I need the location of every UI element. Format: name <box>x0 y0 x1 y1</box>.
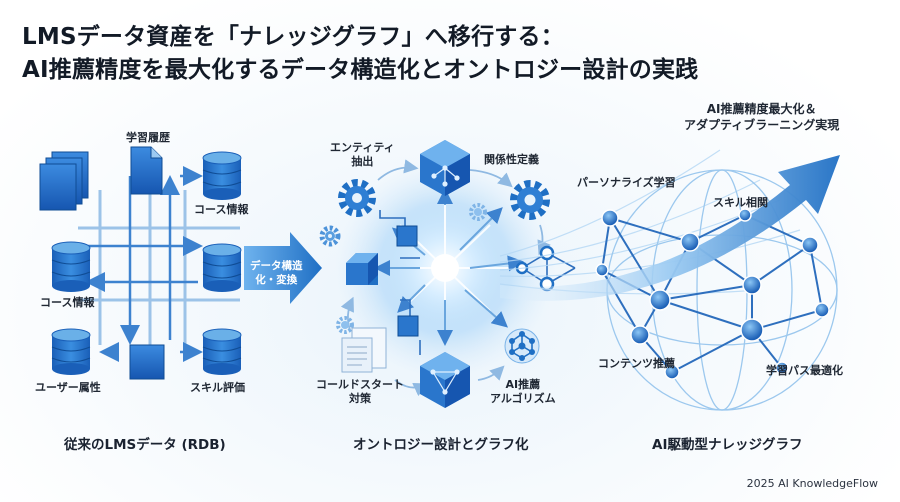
cold-start-line-2: 対策 <box>349 392 371 405</box>
entity-line-1: エンティティ <box>330 141 395 154</box>
entity-line-2: 抽出 <box>351 155 374 168</box>
title-line-2: AI推薦精度を最大化するデータ構造化とオントロジー設計の実践 <box>22 57 699 83</box>
label-skill-correlation: スキル相関 <box>713 196 768 209</box>
gear-icon-relation <box>510 180 550 220</box>
gear-icon-small-left <box>319 225 341 247</box>
label-goal: AI推薦精度最大化＆ アダプティブラーニング実現 <box>684 101 839 133</box>
cube-icon-bottom <box>420 352 470 408</box>
database-icon-user <box>51 328 91 375</box>
cube-icon-left <box>346 253 378 285</box>
transform-arrow <box>244 232 322 304</box>
ontology-connectors <box>379 210 421 355</box>
square-node-upper <box>396 225 418 247</box>
database-icon-course-top <box>202 151 242 200</box>
caption-legacy-lms: 従来のLMSデータ (RDB) <box>64 437 226 453</box>
label-course-info-top: コース情報 <box>194 203 249 216</box>
label-learning-history: 学習履歴 <box>126 131 170 144</box>
cube-icon-top <box>420 140 470 196</box>
database-icon-skill <box>202 328 242 375</box>
stacked-documents-icon <box>39 151 89 211</box>
database-icon-center <box>202 243 242 292</box>
rdb-grid-lines <box>78 190 240 345</box>
gear-icon-entity <box>338 179 376 217</box>
gear-icon-small-right <box>469 203 487 221</box>
label-personalized-learning: パーソナライズ学習 <box>577 176 676 189</box>
label-user-attributes: ユーザー属性 <box>35 381 101 394</box>
square-node-lower <box>397 315 419 337</box>
label-cold-start: コールドスタート 対策 <box>316 378 404 406</box>
table-icon <box>129 344 165 380</box>
cold-start-line-1: コールドスタート <box>316 378 404 391</box>
goal-line-1: AI推薦精度最大化＆ <box>706 102 817 116</box>
document-icon <box>130 146 163 195</box>
goal-line-2: アダプティブラーニング実現 <box>684 118 840 132</box>
label-learning-path-optimization: 学習パス最適化 <box>766 364 843 377</box>
database-icon-course-mid <box>51 241 91 292</box>
transform-label-line-1: データ構造 <box>250 260 303 272</box>
transform-arrow-label: データ構造 化・変換 <box>250 259 303 287</box>
label-ai-algorithm: AI推薦 アルゴリズム <box>490 378 556 406</box>
gear-icon-small-bottom <box>336 316 354 334</box>
label-entity-extraction: エンティティ 抽出 <box>330 141 395 169</box>
ai-line-1: AI推薦 <box>505 378 541 391</box>
label-relation-definition: 関係性定義 <box>484 153 539 166</box>
label-content-recommendation: コンテンツ推薦 <box>598 357 675 370</box>
title-line-1: LMSデータ資産を「ナレッジグラフ」へ移行する： <box>22 24 564 50</box>
caption-ontology: オントロジー設計とグラフ化 <box>353 437 529 453</box>
label-skill-evaluation: スキル評価 <box>190 381 245 394</box>
ai-line-2: アルゴリズム <box>490 392 556 405</box>
rising-arrow <box>500 155 840 301</box>
footer-credit: 2025 AI KnowledgeFlow <box>746 477 878 490</box>
rdb-arrows <box>85 166 203 362</box>
caption-knowledge-graph: AI駆動型ナレッジグラフ <box>652 437 803 453</box>
transform-label-line-2: 化・変換 <box>255 274 298 286</box>
graph-nodes <box>595 208 830 380</box>
document-icon-cold-start <box>341 327 387 373</box>
label-course-info-mid: コース情報 <box>40 296 95 309</box>
network-icon-ai <box>504 328 540 364</box>
curved-flow-arrows <box>340 159 551 397</box>
